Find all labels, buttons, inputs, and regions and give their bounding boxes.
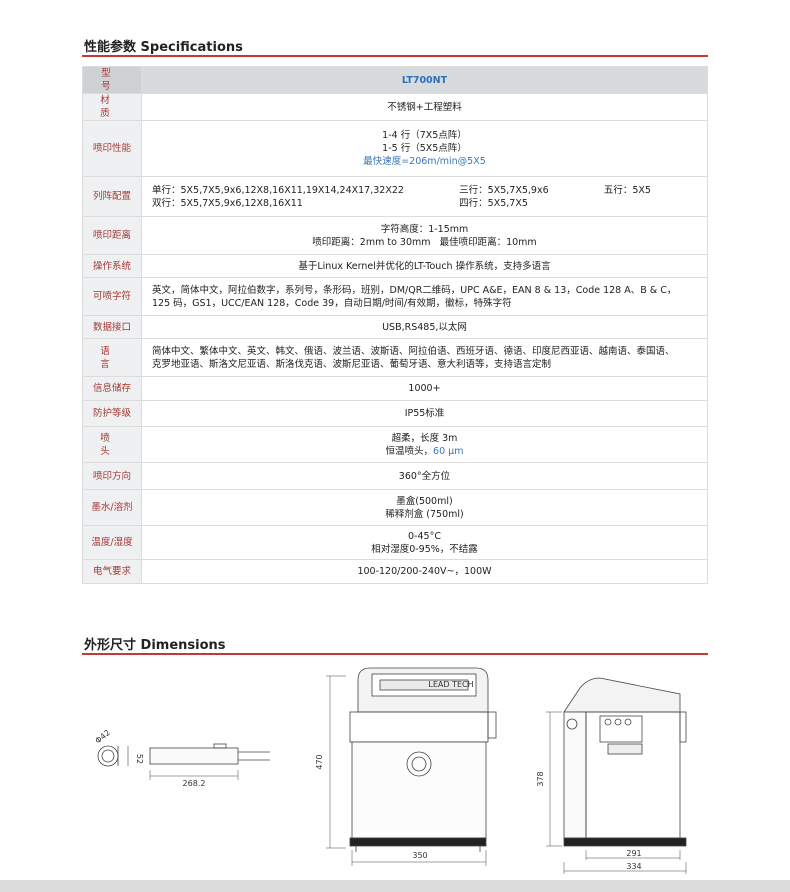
bottom-bar (0, 880, 790, 892)
spec-label: 数据接口 (82, 315, 142, 339)
spec-row-chars: 可喷字符 英文，简体中文，阿拉伯数字，系列号，条形码，班别，DM/QR二维码，U… (82, 277, 708, 316)
front-cabinet (351, 741, 487, 839)
side-top-cover (563, 677, 681, 713)
spec-line: 喷印距离：2mm to 30mm 最佳喷印距离：10mm (312, 236, 537, 248)
spec-line: 四行：5X5,7X5 (459, 197, 528, 209)
print-head-drawing (97, 743, 270, 780)
spec-line: 克罗地亚语、斯洛文尼亚语、斯洛伐克语、波斯尼亚语、葡萄牙语、意大利语等，支持语言… (152, 358, 552, 370)
spec-value: 墨盒(500ml) 稀释剂盒 (750ml) (141, 489, 708, 526)
spec-value: 英文，简体中文，阿拉伯数字，系列号，条形码，班别，DM/QR二维码，UPC A&… (141, 277, 708, 316)
front-width-label: 350 (412, 851, 427, 860)
spec-row-os: 操作系统 基于Linux Kernel并优化的LT-Touch 操作系统，支持多… (82, 254, 708, 278)
spec-row-protection: 防护等级 IP55标准 (82, 400, 708, 427)
spec-label: 可喷字符 (82, 277, 142, 316)
front-right-port (487, 711, 497, 739)
spec-line: 1-4 行（7X5点阵） (382, 130, 467, 141)
head-end-circle (97, 745, 119, 767)
spec-label: 型 号 (82, 66, 142, 94)
side-view-drawing (546, 677, 687, 874)
spec-label: 墨水/溶剂 (82, 489, 142, 526)
spec-row-direction: 喷印方向 360°全方位 (82, 462, 708, 490)
side-height-label: 378 (536, 771, 545, 786)
spec-line: 1-5 行（5X5点阵） (382, 143, 467, 154)
spec-label: 语 言 (82, 338, 142, 377)
side-depth-inner-label: 291 (626, 849, 641, 858)
spec-value: 字符高度：1-15mm 喷印距离：2mm to 30mm 最佳喷印距离：10mm (141, 216, 708, 255)
spec-line: 125 码，GS1，UCC/EAN 128，Code 39，自动日期/时间/有效… (152, 297, 512, 309)
front-logo-inner (411, 756, 427, 772)
spec-section-rule (82, 55, 708, 57)
spec-label: 喷印性能 (82, 120, 142, 177)
side-rear-port (679, 711, 687, 743)
spec-line: 恒温喷头， (385, 445, 434, 457)
front-height-label: 470 (315, 754, 324, 769)
spec-row-matrix: 列阵配置 单行：5X5,7X5,9x6,12X8,16X11,19X14,24X… (82, 176, 708, 217)
spec-line: 五行：5X5 (603, 184, 651, 196)
front-view-drawing (326, 667, 497, 866)
side-front-knob (566, 718, 578, 730)
spec-label: 信息储存 (82, 376, 142, 401)
spec-line: 稀释剂盒 (750ml) (385, 508, 464, 520)
side-slot (607, 743, 643, 755)
spec-value: 超柔，长度 3m 恒温喷头，60 μm (141, 426, 708, 463)
spec-line-highlight: 最快速度=206m/min@5X5 (363, 156, 486, 167)
spec-label: 喷印方向 (82, 462, 142, 490)
side-base (563, 837, 687, 847)
spec-row-ink: 墨水/溶剂 墨盒(500ml) 稀释剂盒 (750ml) (82, 489, 708, 526)
dim-section-title: 外形尺寸 Dimensions (84, 638, 226, 653)
spec-value: 单行：5X5,7X5,9x6,12X8,16X11,19X14,24X17,32… (141, 176, 708, 217)
spec-table: 型 号 LT700NT 材 质 不锈钢+工程塑料 喷印性能 1-4 行（7X5点… (82, 66, 708, 584)
spec-row-language: 语 言 简体中文、繁体中文、英文、韩文、俄语、波兰语、波斯语、阿拉伯语、西班牙语… (82, 338, 708, 377)
front-logo-outer (406, 751, 432, 777)
spec-line: 字符高度：1-15mm (380, 223, 469, 235)
head-length-label: 268.2 (183, 779, 206, 788)
head-end-inner-circle (101, 749, 115, 763)
spec-row-head: 喷 头 超柔，长度 3m 恒温喷头，60 μm (82, 426, 708, 463)
spec-value: 360°全方位 (141, 462, 708, 490)
side-control-panel (599, 715, 643, 743)
spec-line: 0-45°C (408, 530, 441, 542)
spec-row-material: 材 质 不锈钢+工程塑料 (82, 93, 708, 121)
spec-line: 双行：5X5,7X5,9x6,12X8,16X11 (152, 197, 303, 209)
side-front-panel (563, 711, 587, 839)
spec-row-power: 电气要求 100-120/200-240V~，100W (82, 559, 708, 584)
spec-row-interface: 数据接口 USB,RS485,以太网 (82, 315, 708, 339)
spec-section-title: 性能参数 Specifications (84, 40, 243, 55)
spec-label: 喷 头 (82, 426, 142, 463)
spec-line-highlight: 60 μm (433, 445, 464, 457)
spec-line: 单行：5X5,7X5,9x6,12X8,16X11,19X14,24X17,32… (152, 184, 404, 196)
spec-label: 喷印距离 (82, 216, 142, 255)
spec-line: 三行：5X5,7X5,9x6 (459, 184, 549, 196)
front-base (349, 837, 487, 847)
spec-row-distance: 喷印距离 字符高度：1-15mm 喷印距离：2mm to 30mm 最佳喷印距离… (82, 216, 708, 255)
spec-label: 防护等级 (82, 400, 142, 427)
spec-line: 墨盒(500ml) (396, 495, 453, 507)
head-top-knob (213, 743, 227, 749)
dim-section-rule (82, 653, 708, 655)
front-window-inner (379, 679, 469, 691)
spec-line: 英文，简体中文，阿拉伯数字，系列号，条形码，班别，DM/QR二维码，UPC A&… (152, 284, 677, 296)
spec-label: 温度/湿度 (82, 525, 142, 560)
spec-label: 操作系统 (82, 254, 142, 278)
head-diameter-label: Φ42 (94, 728, 112, 745)
spec-line: 相对湿度0-95%，不结露 (371, 543, 478, 555)
spec-value: 100-120/200-240V~，100W (141, 559, 708, 584)
front-brand-text: LEAD TECH (428, 680, 473, 689)
front-upper-panel (349, 711, 489, 743)
side-depth-outer-label: 334 (626, 862, 641, 871)
spec-line: 超柔，长度 3m (391, 432, 458, 444)
head-height-label: 52 (135, 754, 144, 764)
head-body (149, 747, 239, 765)
spec-value: 简体中文、繁体中文、英文、韩文、俄语、波兰语、波斯语、阿拉伯语、西班牙语、德语、… (141, 338, 708, 377)
spec-line: 简体中文、繁体中文、英文、韩文、俄语、波兰语、波斯语、阿拉伯语、西班牙语、德语、… (152, 345, 675, 357)
spec-value: IP55标准 (141, 400, 708, 427)
